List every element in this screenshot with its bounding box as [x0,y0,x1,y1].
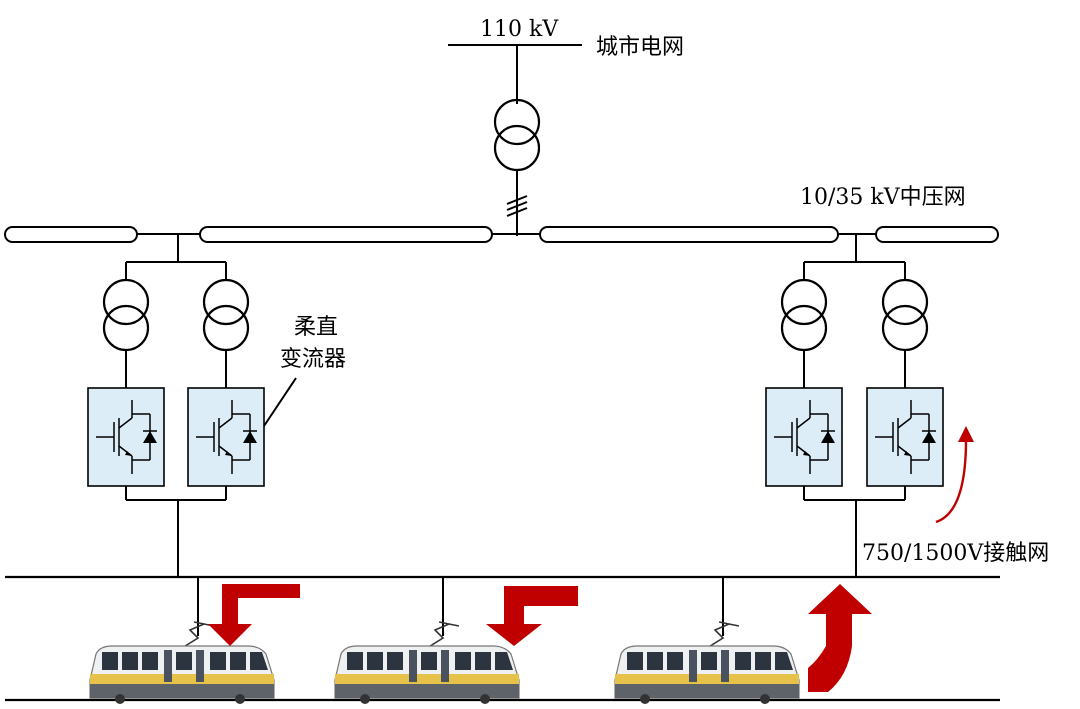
mv-bus [4,226,999,243]
converter-label-line1: 柔直 [294,315,338,340]
tram-2 [334,621,520,705]
hv-voltage-label: 110 kV [480,17,559,42]
tram-3 [614,621,800,705]
mv-grid-label: 10/35 kV中压网 [800,185,966,210]
power-flow-arrow-2 [486,586,578,646]
city-grid-label: 城市电网 [596,35,684,60]
power-flow-arrow-1 [208,584,300,646]
converter-block-2 [187,387,265,487]
tram-1 [89,621,275,705]
regen-feedback-arrow [935,426,974,524]
converter-block-4 [866,387,944,487]
power-flow-arrow-3 [808,584,872,692]
converter-label-line2: 变流器 [280,347,346,372]
converter-block-3 [765,387,843,487]
right-substation [765,234,944,577]
left-substation [87,234,265,577]
converter-block-1 [87,387,165,487]
three-phase-mark [506,195,528,217]
converter-leader-line [263,377,297,427]
main-transformer-symbol [493,98,541,172]
catenary-label: 750/1500V接触网 [862,541,1049,566]
